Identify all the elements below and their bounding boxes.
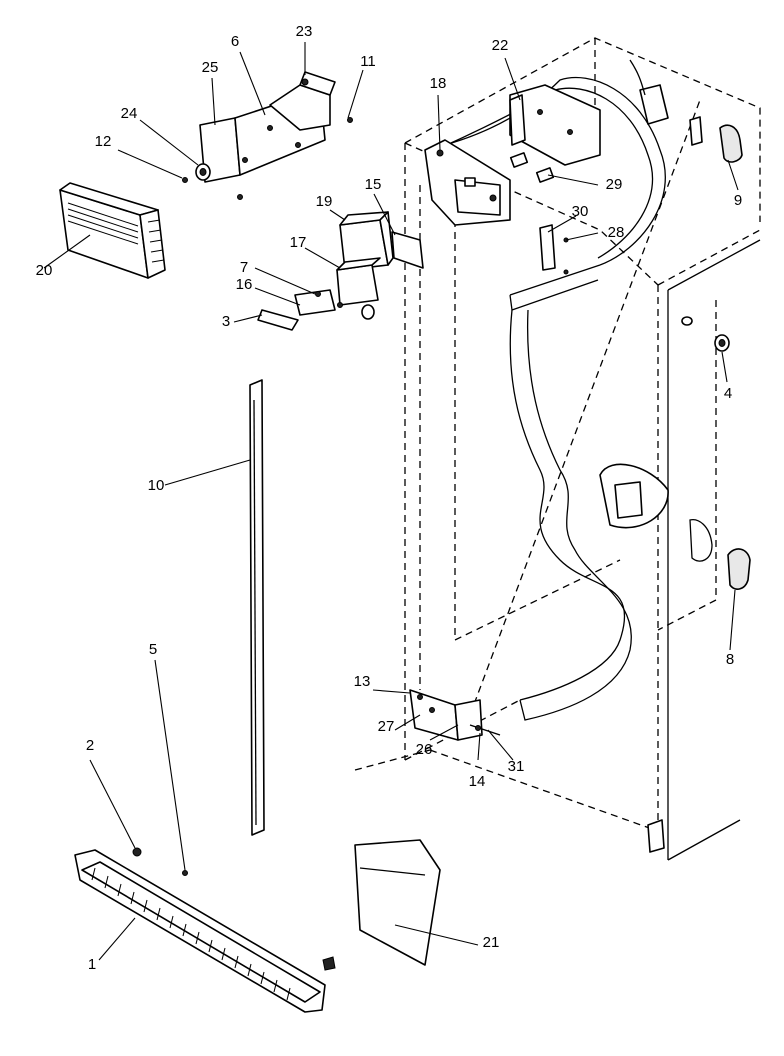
lamp-housing [599,463,751,590]
callout-18: 18 [430,75,447,92]
callout-14: 14 [469,773,486,790]
callout-22: 22 [492,37,509,54]
callout-labels: 1 2 3 4 5 6 7 8 9 10 11 12 13 14 15 16 1… [36,23,743,973]
thermostat-knob [681,316,730,352]
evaporator-cover [424,139,511,226]
vertical-trim-strip [249,379,265,836]
callout-23: 23 [296,23,313,40]
callout-8: 8 [726,651,734,668]
callout-15: 15 [365,176,382,193]
callout-25: 25 [202,59,219,76]
dispenser-chute-assembly [257,211,424,331]
callout-4: 4 [724,385,732,402]
callout-21: 21 [483,934,500,951]
bottom-right-bracket [647,819,665,853]
toe-grille [74,847,336,1013]
callout-6: 6 [231,33,239,50]
callout-2: 2 [86,737,94,754]
standoffs-and-bracket [509,152,569,275]
kick-plate [354,839,441,966]
callout-24: 24 [121,105,138,122]
callout-31: 31 [508,758,525,775]
callout-29: 29 [606,176,623,193]
cabinet-right-edge [667,239,761,861]
callout-3: 3 [222,313,230,330]
callout-5: 5 [149,641,157,658]
callout-9: 9 [734,192,742,209]
control-bracket-assembly [182,71,353,200]
callout-1: 1 [88,956,96,973]
upper-mounting-bracket [509,84,601,166]
control-panel-cover [59,182,166,279]
leader-lines [43,42,739,961]
callout-16: 16 [236,276,253,293]
callout-19: 19 [316,193,333,210]
callout-17: 17 [290,234,307,251]
callout-26: 26 [416,741,433,758]
callout-7: 7 [240,259,248,276]
callout-20: 20 [36,262,53,279]
callout-11: 11 [360,53,376,70]
callout-12: 12 [95,133,112,150]
callout-28: 28 [608,224,625,241]
lower-hinge-bracket [409,689,501,741]
callout-30: 30 [572,203,589,220]
light-switch [629,59,743,163]
wiring-harness-channel [424,76,666,721]
callout-27: 27 [378,718,395,735]
callout-10: 10 [148,477,165,494]
callout-13: 13 [354,673,371,690]
